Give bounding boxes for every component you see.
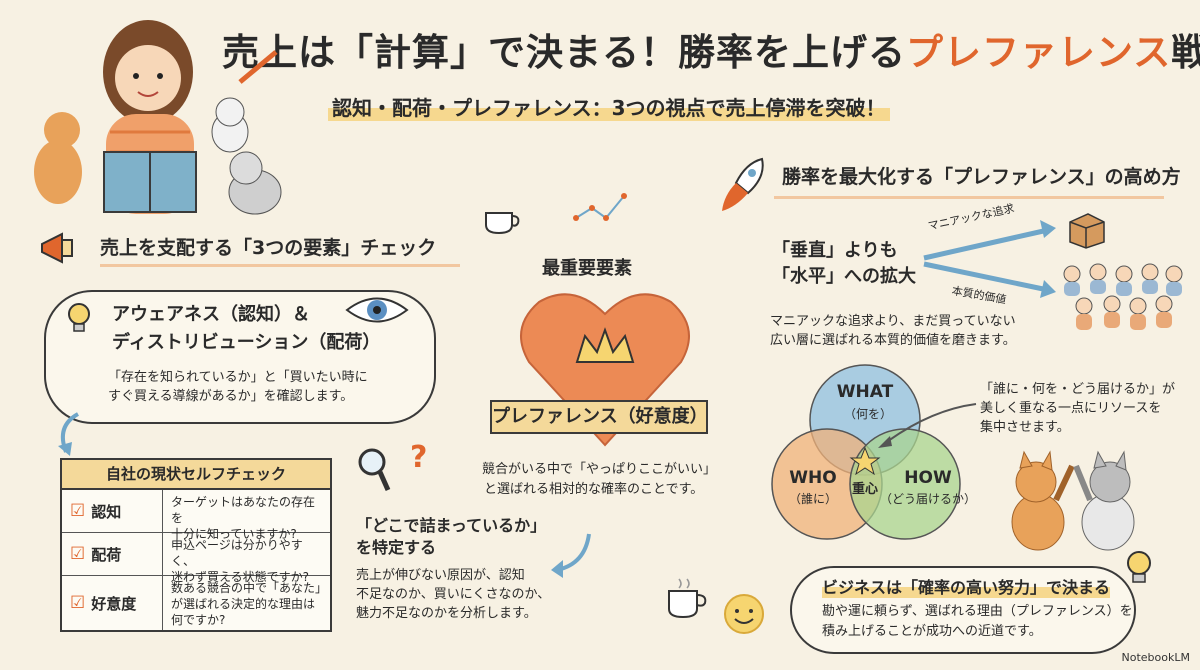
eye-icon	[345, 293, 409, 327]
row-label: 配荷	[91, 545, 122, 564]
woman-cats-illustration	[20, 12, 290, 222]
checkbox-icon: ☑	[70, 593, 86, 613]
title-part-2: 戦略	[1171, 31, 1200, 74]
pointer-arrow-icon	[870, 400, 980, 450]
magnifier-icon	[356, 446, 392, 494]
right-section-title: 勝率を最大化する「プレファレンス」の高め方	[782, 166, 1181, 188]
megaphone-icon	[38, 228, 78, 268]
heart-crown-icon	[515, 280, 695, 450]
expand-text-2: 広い層に選ばれる本質的価値を磨きます。	[770, 333, 1016, 348]
row-question-line: 迷わず買える状態ですか?	[171, 570, 310, 584]
self-check-table: 自社の現状セルフチェック ☑ 認知 ターゲットはあなたの存在を十分に知っていますか…	[60, 458, 332, 632]
cats-highfive-illustration	[1000, 442, 1150, 552]
lightbulb-icon	[66, 302, 92, 334]
vertical-text-2: 「水平」への拡大	[772, 266, 916, 287]
table-row: ☑ 配荷 申込ページは分かりやすく、迷わず買える状態ですか?	[62, 533, 330, 584]
row-question-line: 申込ページは分かりやすく、	[171, 538, 303, 568]
notebooklm-logo: NotebookLM	[1121, 651, 1190, 664]
lightbulb-icon	[1124, 548, 1154, 588]
row-question-line: ターゲットはあなたの存在を	[171, 495, 316, 525]
crowd-icon	[1058, 260, 1188, 350]
bottom-text-2: 積み上げることが成功への近道です。	[822, 624, 1042, 639]
coffee-mug-icon	[665, 575, 711, 619]
find-title-1: 「どこで詰まっているか」	[356, 516, 547, 535]
right-section-underline	[774, 196, 1164, 199]
preference-desc-2: と選ばれる相対的な確率のことです。	[484, 482, 704, 497]
checkbox-icon: ☑	[70, 501, 86, 521]
find-text-2: 不足なのか、買いにくさなのか、	[356, 587, 551, 602]
venn-how-sub: （どう届けるか）	[879, 492, 976, 506]
awareness-title-2: ディストリビューション（配荷）	[112, 332, 381, 353]
venn-how-label: HOW	[904, 468, 952, 488]
find-title-2: を特定する	[356, 538, 437, 557]
title-accent: プレファレンス	[906, 31, 1172, 74]
table-row: ☑ 認知 ターゲットはあなたの存在を十分に知っていますか?	[62, 490, 330, 541]
row-label: 認知	[91, 502, 122, 521]
preference-desc-1: 競合がいる中で「やっぱりここがいい」	[482, 462, 717, 477]
down-arrow-icon	[48, 410, 88, 460]
awareness-text-1: 「存在を知られているか」と「買いたい時に	[108, 370, 368, 385]
curved-arrow-icon	[545, 530, 595, 580]
expand-text-1: マニアックな追求より、まだ買っていない	[770, 314, 1016, 329]
page-title: 売上は「計算」で決まる！勝率を上げるプレファレンス戦略	[222, 22, 1200, 76]
row-question-line: 十分に知っていますか?	[171, 527, 297, 541]
venn-who-label: WHO	[789, 468, 837, 488]
self-check-title: 自社の現状セルフチェック	[62, 460, 330, 490]
vertical-text-1: 「垂直」よりも	[772, 240, 898, 261]
bottom-text-1: 勘や運に頼らず、選ばれる理由（プレファレンス）を	[822, 604, 1133, 619]
question-mark-icon: ?	[410, 440, 428, 475]
page-subtitle: 認知・配荷・プレファレンス：3つの視点で売上停滞を突破！	[328, 92, 890, 121]
row-question-line: 何ですか?	[171, 613, 226, 627]
venn-diagram	[765, 360, 995, 550]
box-icon	[1066, 210, 1106, 250]
venn-who-sub: （誰に）	[788, 492, 837, 506]
split-arrows-icon	[920, 208, 1060, 308]
checkbox-icon: ☑	[70, 544, 86, 564]
venn-note-2: 美しく重なる一点にリソースを	[980, 401, 1162, 416]
venn-note-1: 「誰に・何を・どう届けるか」が	[980, 382, 1176, 397]
title-part-1: 売上は「計算」で決まる！勝率を上げる	[222, 31, 906, 74]
left-section-title: 売上を支配する「3つの要素」チェック	[100, 233, 460, 267]
preference-ribbon: プレファレンス（好意度）	[490, 400, 708, 434]
venn-center-label: 重心	[851, 482, 878, 497]
row-question-line: が選ばれる決定的な理由は	[171, 597, 316, 611]
rocket-icon	[718, 155, 770, 217]
find-text-3: 魅力不足なのかを分析します。	[356, 606, 537, 621]
network-graph-icon	[570, 188, 630, 228]
awareness-text-2: すぐ買える導線があるか」を確認します。	[108, 389, 354, 404]
venn-note-3: 集中させます。	[980, 420, 1070, 435]
row-question-line: 数ある競合の中で「あなた」	[171, 581, 328, 595]
table-row: ☑ 好意度 数ある競合の中で「あなた」が選ばれる決定的な理由は何ですか?	[62, 576, 330, 630]
smiley-icon	[722, 592, 766, 636]
heart-top-label: 最重要要素	[542, 258, 632, 279]
bottom-title: ビジネスは「確率の高い努力」で決まる	[822, 574, 1111, 598]
coffee-cup-icon	[482, 203, 524, 235]
venn-what-label: WHAT	[836, 382, 894, 402]
awareness-title-1: アウェアネス（認知）＆	[112, 304, 310, 325]
venn-what-sub: （何を）	[843, 407, 892, 421]
row-label: 好意度	[91, 594, 137, 613]
find-text-1: 売上が伸びない原因が、認知	[356, 568, 525, 583]
